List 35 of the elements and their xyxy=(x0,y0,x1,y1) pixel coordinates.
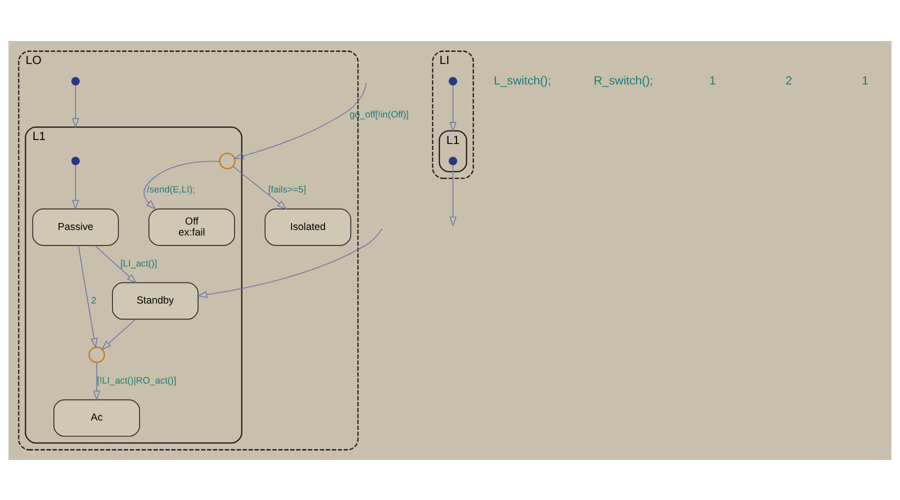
arrow xyxy=(72,84,80,128)
arrow xyxy=(78,244,98,348)
node-box: Off ex:fail xyxy=(148,208,235,246)
arrow xyxy=(72,164,80,210)
arrow xyxy=(232,165,288,210)
edge-label: /send(E,LI); xyxy=(146,184,196,194)
node-circle xyxy=(219,152,236,169)
edge-label: 2 xyxy=(91,294,96,305)
label: 1 xyxy=(862,72,868,87)
arrow xyxy=(196,228,382,298)
label: R_switch(); xyxy=(594,72,654,87)
arrow xyxy=(449,164,457,226)
edge-label: [!LI_act()|RO_act()] xyxy=(96,374,176,385)
arrow xyxy=(144,160,220,210)
node-circle xyxy=(448,76,458,86)
cluster: L1 xyxy=(438,130,468,172)
node-circle xyxy=(448,156,458,165)
label: 1 xyxy=(709,72,716,87)
label: 2 xyxy=(786,72,792,87)
node-box: Standby xyxy=(112,282,199,320)
edge-label: go_off[!in(Off)] xyxy=(350,109,409,120)
arrow xyxy=(449,84,457,132)
node-circle xyxy=(71,156,80,165)
node-circle xyxy=(88,346,105,363)
arrow xyxy=(233,82,367,159)
node-box: Ac xyxy=(53,398,140,436)
edge-label: [fails>=5] xyxy=(268,184,306,194)
arrow xyxy=(101,318,136,350)
node-box: Passive xyxy=(32,208,119,246)
node-box: Isolated xyxy=(264,208,352,246)
arrow xyxy=(93,362,100,400)
arrow xyxy=(94,244,137,283)
edge-label: [LI_act()] xyxy=(120,258,158,268)
node-circle xyxy=(71,76,80,86)
label: L_switch(); xyxy=(494,72,552,87)
